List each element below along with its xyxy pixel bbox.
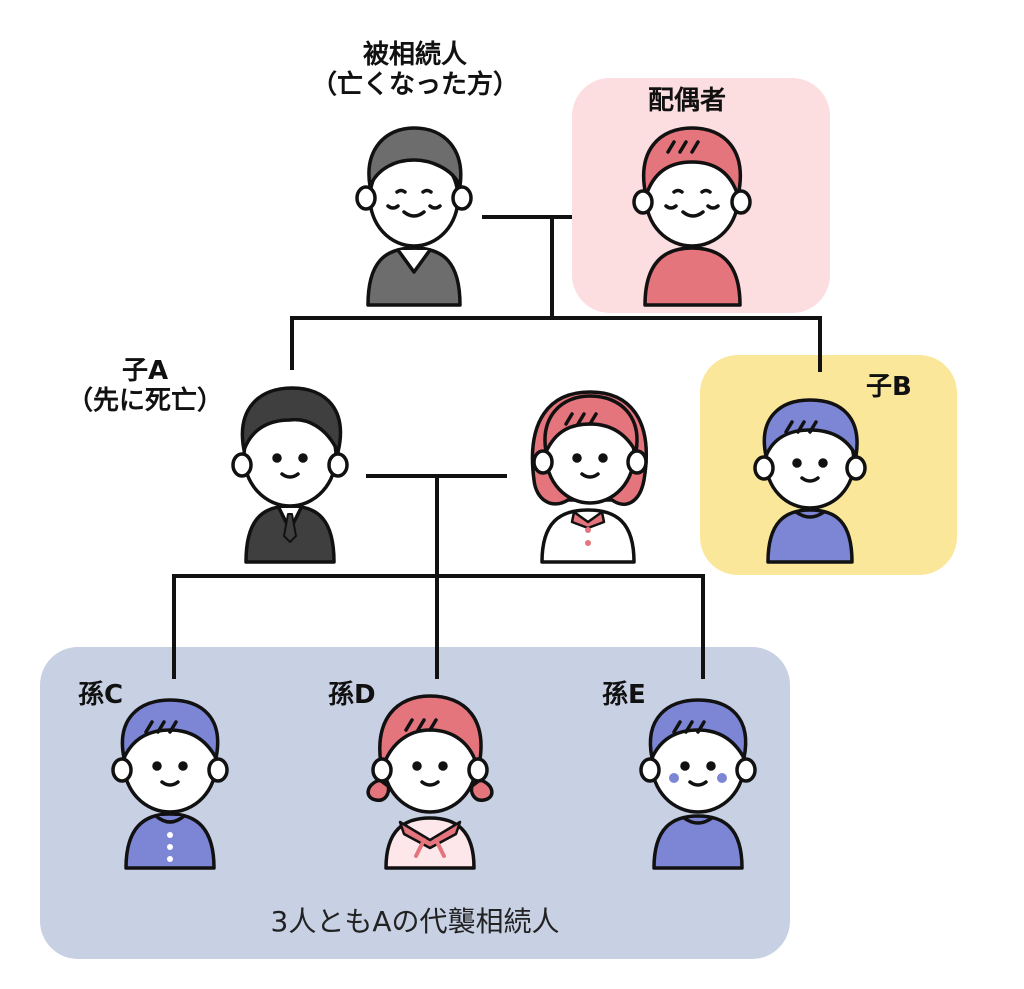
spouse-label: 配偶者	[648, 86, 727, 116]
child-a-label-line2: （先に死亡）	[66, 386, 223, 416]
deceased-label: 被相続人 （亡くなった方）	[300, 40, 530, 100]
boy-blue-cheeks-icon	[639, 698, 757, 870]
elderly-woman-pink-icon	[632, 126, 752, 307]
grandchild-c-label: 孫C	[78, 680, 124, 710]
child-a-label: 子A （先に死亡）	[60, 356, 230, 416]
boy-blue-icon	[753, 398, 867, 564]
woman-pink-icon	[530, 390, 648, 564]
grandchildren-caption: 3人ともAの代襲相続人	[270, 905, 560, 938]
man-in-suit-gray-icon	[231, 386, 349, 564]
deceased-label-line1: 被相続人	[362, 40, 467, 70]
child-b-label: 子B	[866, 372, 912, 402]
elderly-man-gray-icon	[355, 126, 473, 307]
grandchild-e-label: 孫E	[602, 680, 646, 710]
connector-lines	[172, 215, 822, 679]
grandchild-d-label: 孫D	[328, 680, 376, 710]
girl-sailor-pink-icon	[366, 694, 494, 870]
deceased-label-line2: （亡くなった方）	[310, 70, 519, 100]
boy-uniform-blue-icon	[111, 698, 229, 870]
child-a-label-line1: 子A	[121, 356, 169, 386]
